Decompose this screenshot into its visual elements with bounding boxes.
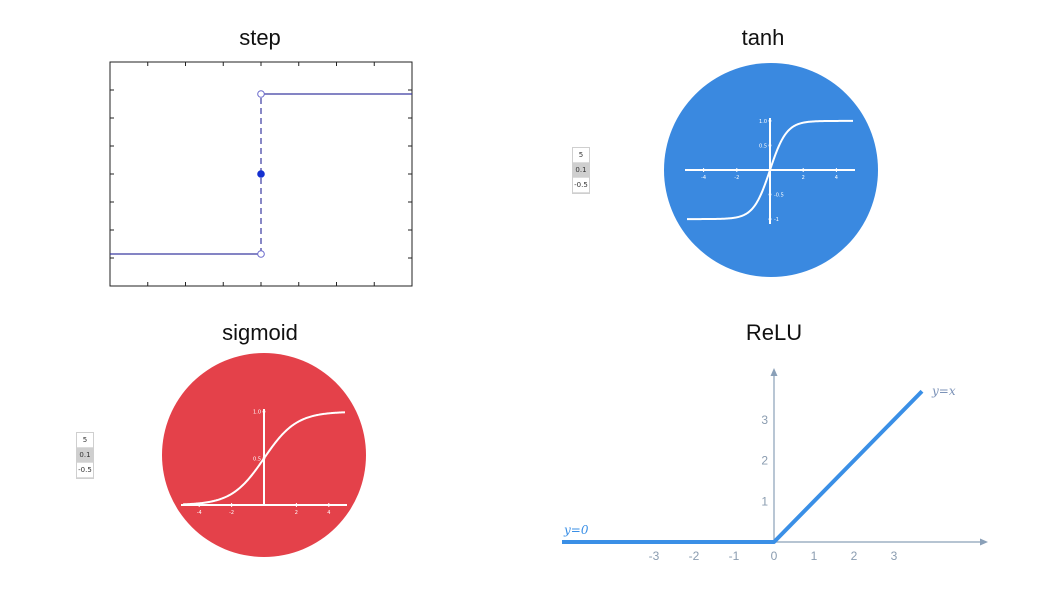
tanh-title: tanh (741, 25, 785, 50)
sigmoid-x-tick-label: -2 (229, 510, 234, 516)
widget-value[interactable]: 0.1 (77, 448, 93, 463)
sigmoid-x-tick-label: 2 (295, 510, 298, 516)
relu-annotation-y-zero: y=0 (563, 523, 589, 537)
tanh-y-tick-label: 1.0 (759, 119, 767, 125)
relu-x-tick-label: 0 (771, 549, 778, 563)
relu-y-axis-arrow (770, 368, 778, 376)
relu-x-tick-label: -2 (689, 549, 700, 563)
tanh-y-tick (768, 144, 772, 147)
relu-line (562, 389, 924, 544)
sigmoid-title: sigmoid (222, 320, 298, 345)
relu-x-tick-label: -1 (729, 549, 740, 563)
step-open-point (257, 90, 265, 98)
relu-y-tick-label: 2 (761, 454, 768, 468)
widget-value[interactable]: 5 (573, 148, 589, 163)
relu-title: ReLU (745, 320, 803, 345)
tanh-y-tick (768, 193, 772, 196)
widget-value[interactable]: -0.5 (573, 178, 589, 193)
tanh-value-widget[interactable]: 5 0.1 -0.5 (572, 147, 590, 194)
relu-x-tick-label: 1 (811, 549, 818, 563)
tanh-y-tick-label: 0.5 (759, 143, 767, 149)
tanh-x-tick-label: -4 (701, 175, 706, 181)
tanh-y-tick-label: -0.5 (774, 193, 784, 199)
step-title: step (239, 25, 281, 50)
tanh-curve (687, 119, 853, 221)
sigmoid-x-tick-label: -4 (197, 510, 202, 516)
widget-value[interactable]: 5 (77, 433, 93, 448)
tanh-y-tick (768, 217, 772, 221)
relu-x-tick-label: 3 (891, 549, 898, 563)
sigmoid-y-tick-label: 0.5 (253, 456, 261, 462)
relu-y-tick-label: 3 (761, 413, 768, 427)
tanh-x-tick-label: 2 (802, 175, 805, 181)
step-open-point (257, 250, 265, 258)
step-filled-point (257, 170, 265, 178)
sigmoid-x-tick-label: 4 (327, 510, 330, 516)
sigmoid-y-tick (262, 410, 266, 414)
sigmoid-value-widget[interactable]: 5 0.1 -0.5 (76, 432, 94, 479)
tanh-x-tick-label: -2 (734, 175, 739, 181)
tanh-y-tick (768, 119, 772, 123)
relu-x-tick-label: 2 (851, 549, 858, 563)
widget-value[interactable]: -0.5 (77, 463, 93, 478)
widget-value[interactable]: 0.1 (573, 163, 589, 178)
relu-x-tick-label: -3 (649, 549, 660, 563)
relu-x-axis-arrow (980, 538, 988, 546)
tanh-x-tick-label: 4 (835, 175, 838, 181)
relu-annotation-y-equals-x: y=x (931, 384, 956, 398)
tanh-y-tick-label: -1 (774, 217, 779, 223)
sigmoid-y-tick-label: 1.0 (253, 410, 261, 416)
relu-y-tick-label: 1 (761, 494, 768, 508)
sigmoid-curve (182, 411, 346, 506)
